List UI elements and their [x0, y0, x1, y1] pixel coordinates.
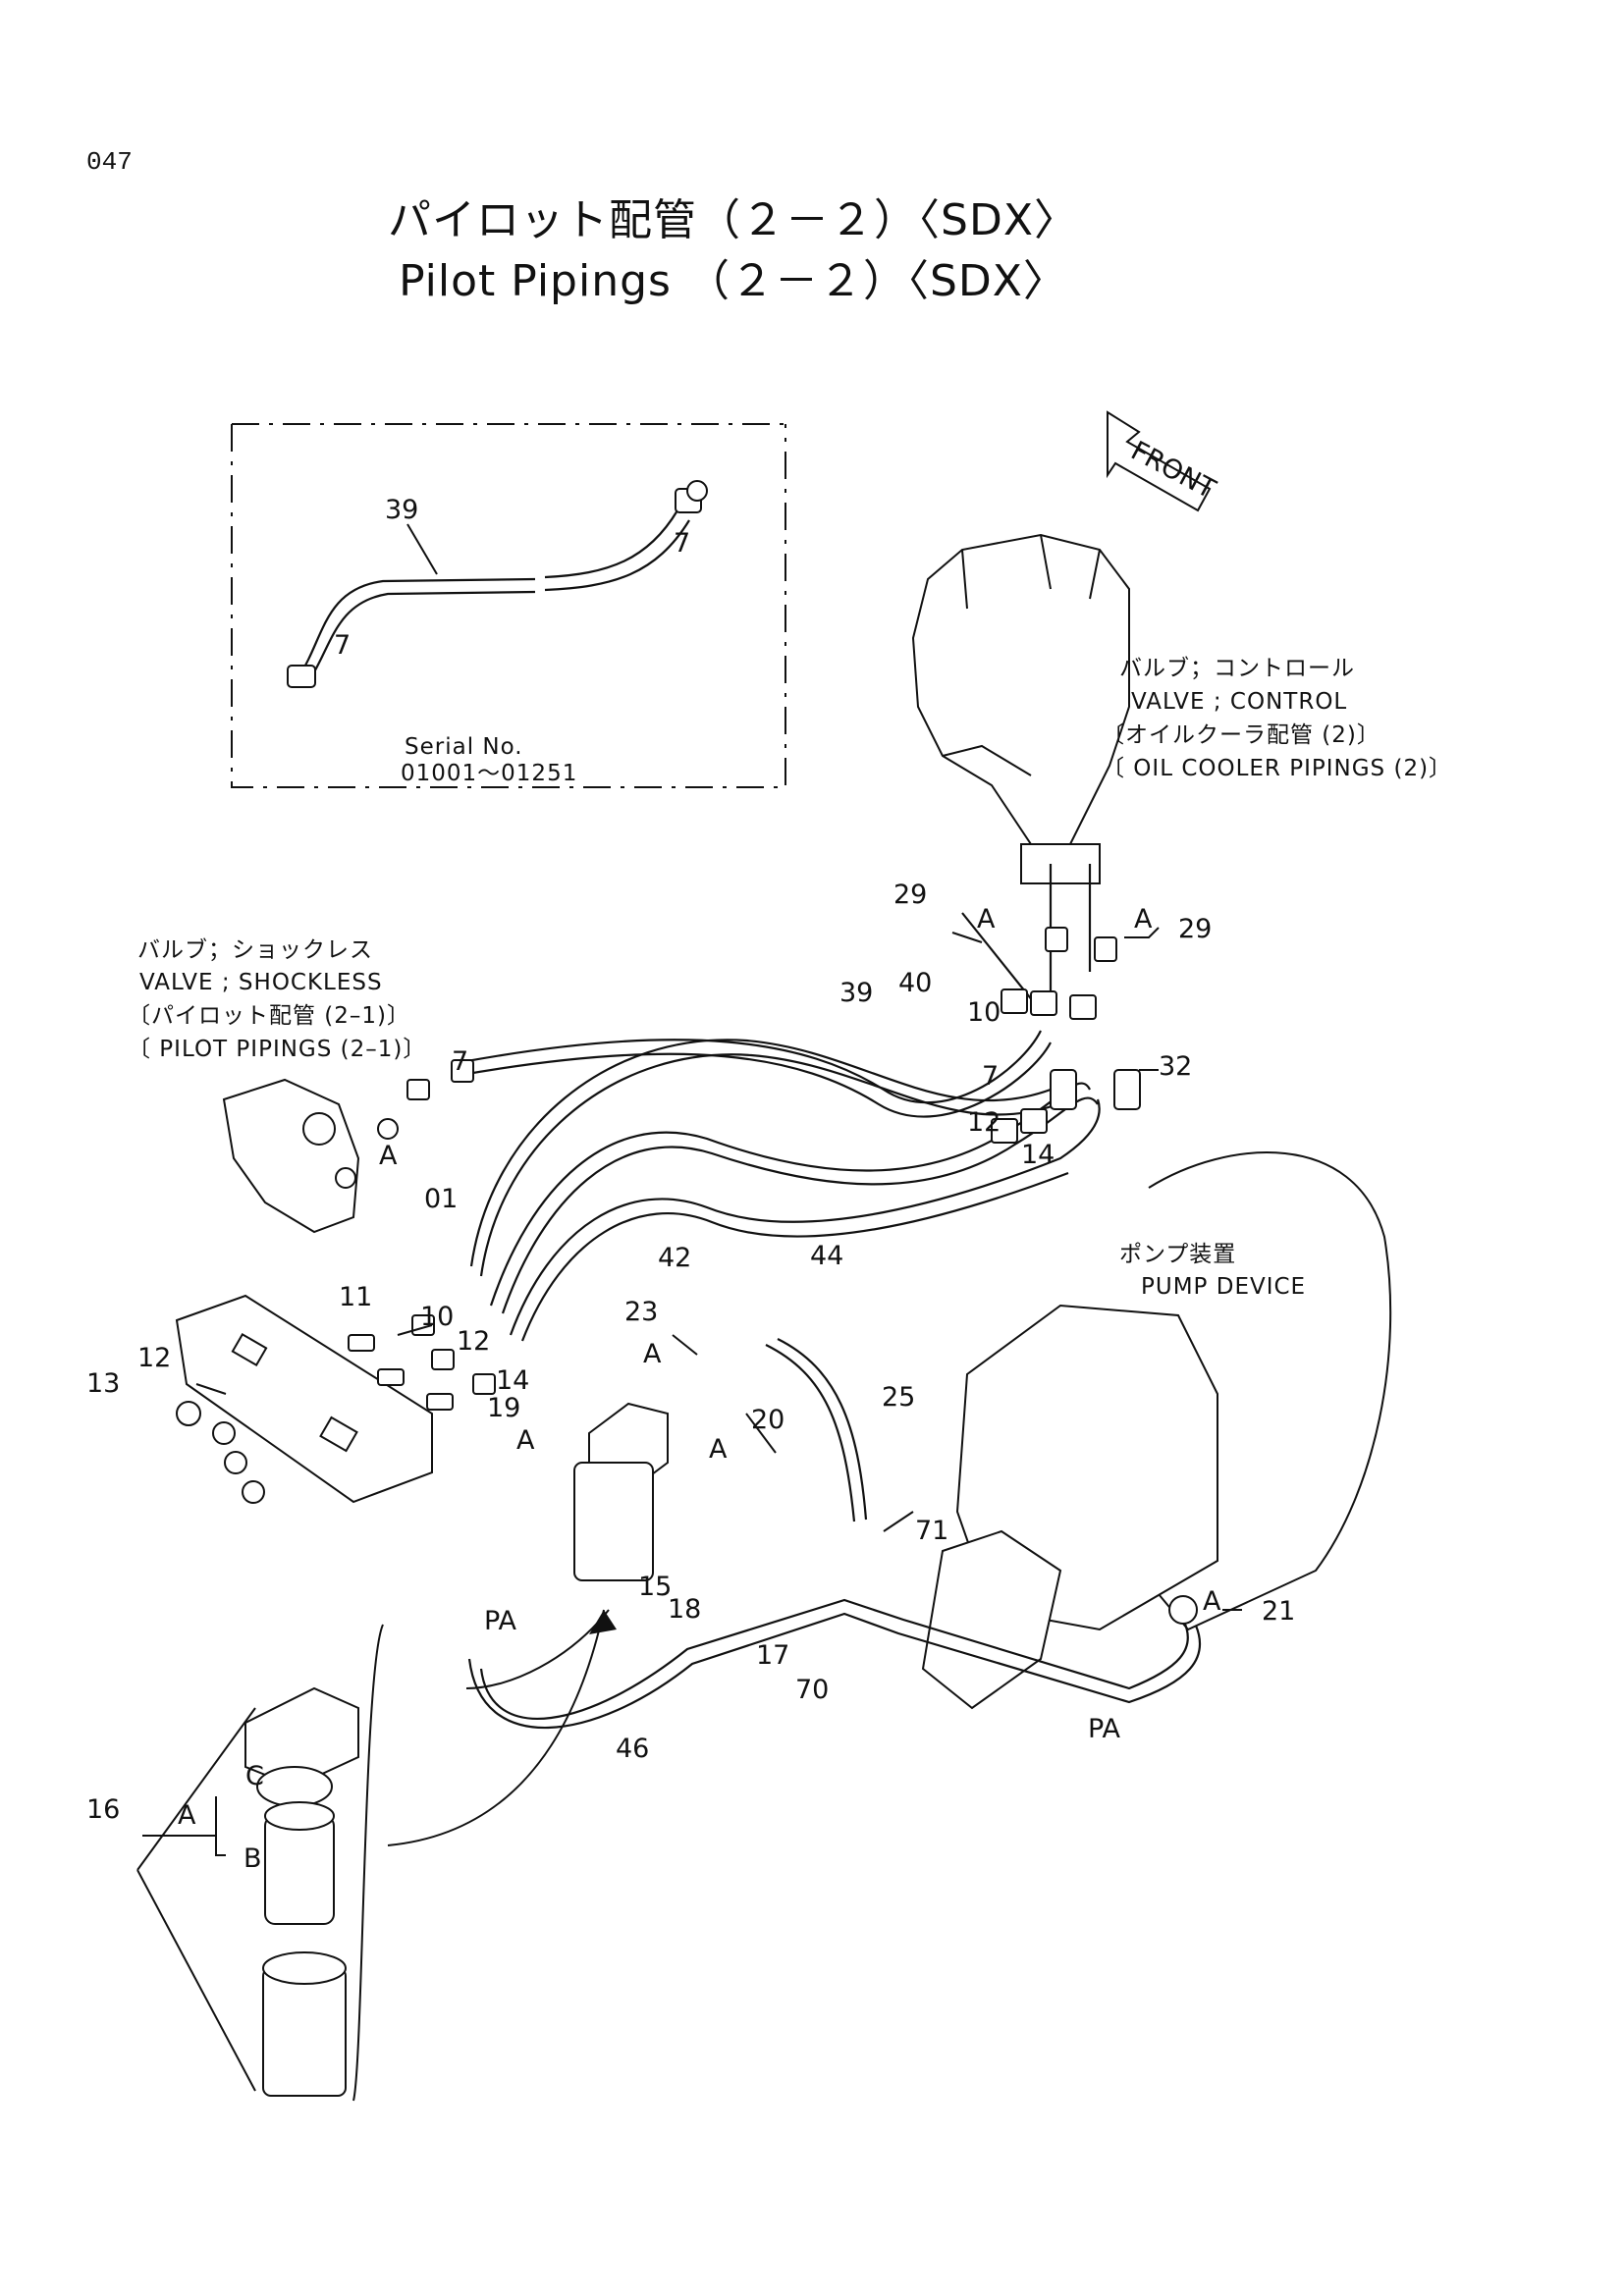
caption-pump-jp: ポンプ装置	[1119, 1242, 1236, 1267]
label-a-6: A	[709, 1434, 728, 1465]
control-valve-port-block	[1020, 843, 1101, 884]
label-14-lower: 14	[496, 1365, 529, 1396]
label-pa-left: PA	[484, 1606, 517, 1636]
caption-shockless-jp: バルブ；ショックレス	[137, 937, 373, 963]
label-a-3: A	[379, 1141, 398, 1171]
label-40: 40	[898, 968, 932, 998]
label-01: 01	[424, 1184, 458, 1214]
label-42: 42	[658, 1243, 691, 1273]
fittings	[176, 927, 1198, 1625]
front-arrow-icon: FRONT	[1107, 410, 1220, 512]
label-29-right: 29	[1178, 914, 1212, 944]
shockless-valve-port	[302, 1112, 336, 1146]
label-12-mid: 12	[457, 1326, 490, 1357]
label-10-lower: 10	[420, 1302, 454, 1332]
label-13: 13	[86, 1368, 120, 1399]
label-18: 18	[668, 1594, 701, 1625]
label-7-right: 7	[982, 1061, 999, 1092]
label-46: 46	[616, 1734, 649, 1764]
label-20: 20	[751, 1405, 784, 1435]
hose-bundle	[460, 864, 1202, 1730]
caption-shockless-en: VALVE ; SHOCKLESS	[139, 970, 383, 995]
serial-inset: 39 7 7 Serial No. 01001～01251	[231, 423, 786, 788]
page-number: 047	[86, 147, 133, 177]
title-english: Pilot Pipings （２－２）〈SDX〉	[399, 256, 1067, 306]
line-filter	[387, 1402, 669, 1846]
label-15: 15	[638, 1572, 672, 1602]
control-valve	[911, 533, 1130, 884]
label-19: 19	[487, 1393, 520, 1423]
inset-nut-icon	[686, 480, 708, 502]
label-10-upper: 10	[967, 997, 1001, 1028]
label-a-2: A	[1134, 904, 1153, 934]
label-a-4: A	[643, 1339, 662, 1369]
caption-oil-cooler-jp: 〔オイルクーラ配管 (2)〕	[1102, 722, 1380, 748]
label-11: 11	[339, 1282, 372, 1312]
front-label: FRONT	[1126, 436, 1220, 506]
label-44: 44	[810, 1241, 843, 1271]
shockless-valve-port-small	[335, 1167, 356, 1189]
label-16: 16	[86, 1794, 120, 1825]
label-23: 23	[624, 1297, 658, 1327]
callout-labels: 29 A A 29 39 40 10 7 32 7 12 14 A 01 42 …	[86, 880, 1295, 1874]
label-14-upper: 14	[1021, 1140, 1055, 1170]
label-39: 39	[839, 978, 873, 1008]
caption-control-valve-en: VALVE ; CONTROL	[1131, 689, 1347, 715]
label-12-upper: 12	[967, 1107, 1001, 1138]
inset-label-7-lower: 7	[334, 630, 351, 661]
inset-fitting-lower	[287, 665, 316, 688]
leader-lines	[136, 927, 1242, 2092]
caption-oil-cooler-en: 〔 OIL COOLER PIPINGS (2)〕	[1102, 756, 1452, 781]
label-17: 17	[756, 1640, 789, 1671]
caption-pilot-jp: 〔パイロット配管 (2–1)〕	[128, 1003, 410, 1029]
caption-pilot-en: 〔 PILOT PIPINGS (2–1)〕	[128, 1037, 426, 1062]
shockless-valve	[222, 1078, 360, 1234]
caption-pump-en: PUMP DEVICE	[1141, 1274, 1306, 1300]
inset-label-7-upper: 7	[674, 528, 690, 559]
caption-control-valve-jp: バルブ；コントロール	[1119, 656, 1355, 681]
label-a-7: A	[1203, 1586, 1221, 1617]
label-b: B	[243, 1843, 262, 1874]
label-25: 25	[882, 1382, 915, 1413]
label-a-1: A	[977, 904, 996, 934]
label-32: 32	[1159, 1051, 1192, 1082]
label-21: 21	[1262, 1596, 1295, 1627]
label-12-left: 12	[137, 1343, 171, 1373]
label-a-5: A	[516, 1425, 535, 1456]
mounting-bracket	[175, 1294, 433, 1504]
label-pa-right: PA	[1088, 1714, 1121, 1744]
filter-exploded-view	[244, 1624, 384, 2102]
label-a-8: A	[178, 1800, 196, 1831]
serial-label: Serial No.	[405, 734, 523, 760]
serial-range: 01001～01251	[401, 761, 577, 786]
label-70: 70	[795, 1675, 829, 1705]
label-c: C	[245, 1761, 264, 1791]
title-japanese: パイロット配管（２－２）〈SDX〉	[388, 195, 1078, 245]
label-71: 71	[915, 1516, 948, 1546]
label-29-left: 29	[893, 880, 927, 910]
inset-label-39: 39	[385, 495, 418, 525]
label-7-left: 7	[452, 1046, 468, 1077]
pump-device	[921, 1151, 1392, 1710]
